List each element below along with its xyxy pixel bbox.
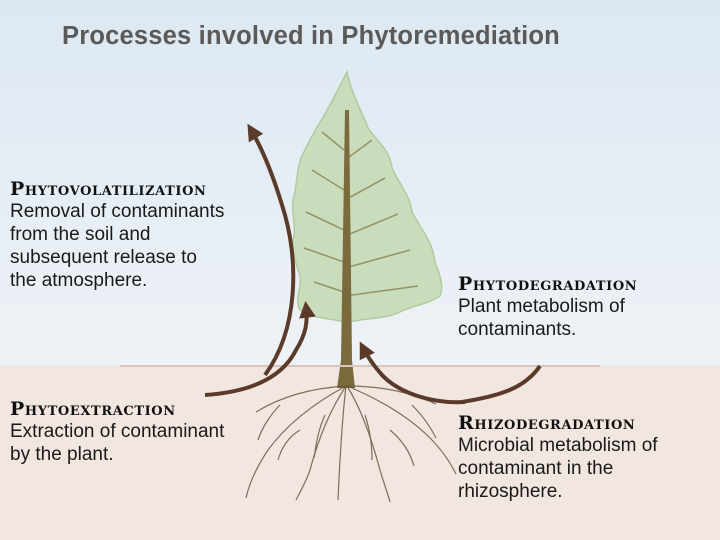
rhizodegradation-description: Microbial metabolism of contaminant in t… [458, 434, 658, 503]
phytodegradation-description: Plant metabolism of contaminants. [458, 295, 637, 341]
description-line: Removal of contaminants [10, 201, 225, 222]
phytodegradation-heading: Phytodegradation [458, 273, 638, 295]
phytovolatilization-description: Removal of contaminants from the soil an… [10, 200, 224, 292]
phytodegradation-block: Phytodegradation Plant metabolism of con… [458, 273, 637, 341]
tree-foliage [291, 69, 443, 323]
rhizodegradation-arrow [359, 341, 466, 405]
description-line: from the soil and [10, 224, 151, 245]
phytoextraction-heading: Phytoextraction [10, 398, 176, 420]
description-line: Microbial metabolism of [458, 435, 658, 456]
rhizodegradation-heading: Rhizodegradation [458, 412, 636, 434]
phytovolatilization-block: Phytovolatilization Removal of contamina… [10, 178, 224, 292]
description-line: the atmosphere. [10, 270, 148, 291]
diagram-title: Processes involved in Phytoremediation [62, 22, 560, 50]
rhizodegradation-block: Rhizodegradation Microbial metabolism of… [458, 412, 658, 503]
phytoextraction-block: Phytoextraction Extraction of contaminan… [10, 398, 224, 466]
soil-region [0, 366, 720, 540]
description-line: by the plant. [10, 444, 114, 465]
description-line: contaminants. [458, 319, 577, 340]
phytodegradation-connector [461, 364, 542, 404]
description-line: Plant metabolism of [458, 296, 625, 317]
description-line: contaminant in the [458, 458, 614, 479]
description-line: Extraction of contaminant [10, 421, 225, 442]
phytoextraction-description: Extraction of contaminant by the plant. [10, 420, 224, 466]
phytovolatilization-arrow [247, 123, 296, 377]
tree-branches [303, 131, 419, 297]
description-line: rhizosphere. [458, 481, 563, 502]
tree-roots [245, 385, 457, 503]
phytovolatilization-heading: Phytovolatilization [10, 178, 207, 200]
tree-trunk [337, 110, 355, 388]
description-line: subsequent release to [10, 247, 197, 268]
phytoextraction-arrow [204, 300, 316, 397]
